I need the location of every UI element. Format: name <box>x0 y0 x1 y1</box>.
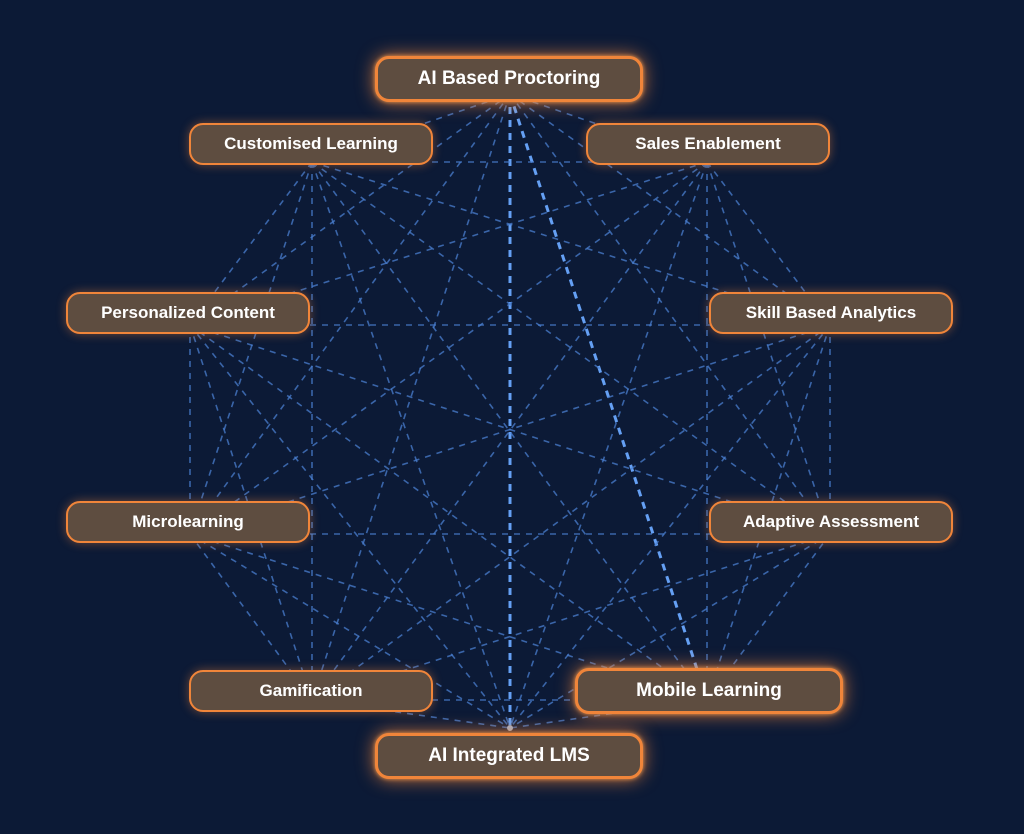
edge-sales-enablement-adaptive-assessment <box>706 161 831 535</box>
node-microlearning: Microlearning <box>66 501 310 543</box>
node-sales-enablement: Sales Enablement <box>586 123 830 165</box>
edge-personalized-content-mobile-learning <box>189 324 708 701</box>
anchor-dot-ai-lms <box>507 725 513 731</box>
edge-customised-learning-adaptive-assessment <box>311 161 831 535</box>
edge-customised-learning-microlearning <box>189 161 313 535</box>
edge-ai-proctoring-personalized-content <box>189 93 511 326</box>
edge-skill-analytics-gamification <box>311 324 831 701</box>
node-customised-learning: Customised Learning <box>189 123 433 165</box>
edge-ai-proctoring-gamification <box>311 93 511 701</box>
edge-customised-learning-mobile-learning <box>311 161 708 701</box>
node-gamification: Gamification <box>189 670 433 712</box>
edge-sales-enablement-microlearning <box>189 161 708 535</box>
node-mobile-learning: Mobile Learning <box>575 668 843 714</box>
edge-gamification-ai-lms <box>311 699 511 729</box>
edge-sales-enablement-ai-lms <box>509 161 708 729</box>
node-adaptive-assessment: Adaptive Assessment <box>709 501 953 543</box>
node-ai-based-proctoring: AI Based Proctoring <box>375 56 643 102</box>
edge-ai-proctoring-skill-analytics <box>509 93 831 326</box>
node-skill-based-analytics: Skill Based Analytics <box>709 292 953 334</box>
edge-adaptive-assessment-ai-lms <box>509 533 831 729</box>
edge-microlearning-ai-lms <box>189 533 511 729</box>
edge-customised-learning-ai-lms <box>311 161 511 729</box>
edge-skill-analytics-microlearning <box>189 324 831 535</box>
node-ai-integrated-lms: AI Integrated LMS <box>375 733 643 779</box>
edge-skill-analytics-ai-lms <box>509 324 831 729</box>
edge-sales-enablement-gamification <box>311 161 708 701</box>
node-personalized-content: Personalized Content <box>66 292 310 334</box>
edge-personalized-content-ai-lms <box>189 324 511 729</box>
edge-mobile-learning-ai-lms <box>509 699 708 729</box>
